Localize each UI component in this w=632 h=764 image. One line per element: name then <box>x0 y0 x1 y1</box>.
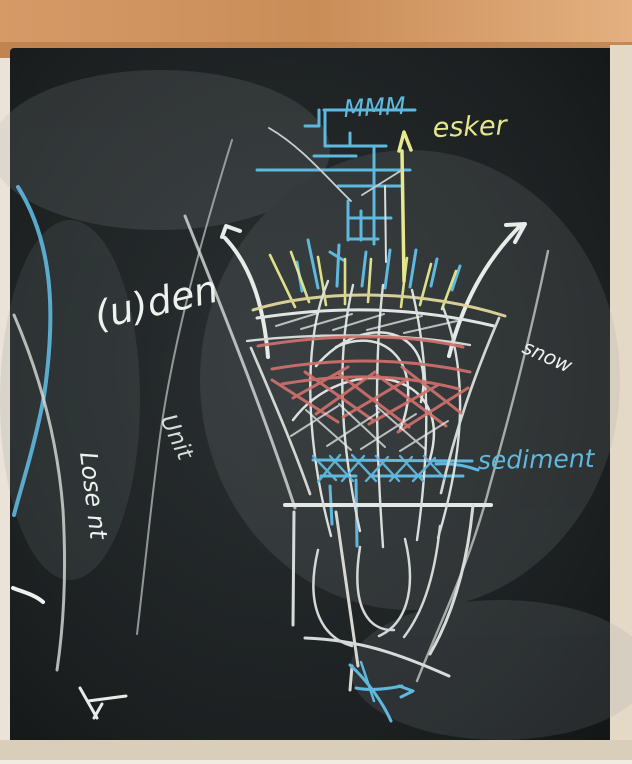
right-mid-handwriting: sediment <box>478 444 596 475</box>
top-right-handwriting: esker <box>432 110 509 144</box>
bottom-wall-strip <box>0 740 632 760</box>
top-left-handwriting: MMM <box>343 92 407 123</box>
